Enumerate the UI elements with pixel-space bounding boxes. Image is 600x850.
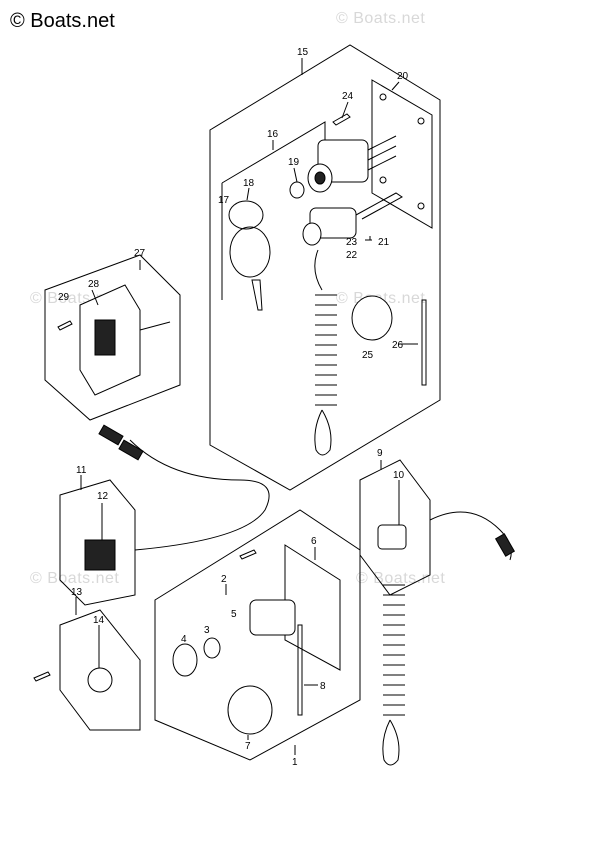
brand-logo: © Boats.net	[10, 10, 115, 32]
callout-6: 6	[311, 536, 317, 547]
callout-23: 23	[346, 237, 358, 248]
callout-29: 29	[58, 292, 70, 303]
callout-15: 15	[297, 47, 309, 58]
screw-group-1	[239, 549, 257, 560]
tie-26	[421, 299, 427, 386]
group-27-frame	[44, 254, 181, 421]
leader-lines	[75, 58, 418, 755]
callout-18: 18	[243, 178, 255, 189]
group-9-frame	[359, 459, 431, 596]
key-switch	[307, 135, 397, 193]
stop-switch	[302, 192, 403, 246]
callout-24: 24	[342, 91, 354, 102]
parts-group-13	[33, 609, 141, 731]
callout-21: 21	[378, 237, 390, 248]
key-switch-2	[249, 599, 296, 636]
knob-14	[87, 667, 113, 693]
tie-8	[297, 624, 303, 716]
screw-24	[332, 113, 351, 126]
callout-26: 26	[392, 340, 404, 351]
callout-16: 16	[267, 129, 279, 140]
wire-harness	[98, 424, 270, 551]
callout-28: 28	[88, 279, 100, 290]
parts-group-27	[44, 254, 181, 421]
callout-22: 22	[346, 250, 358, 261]
lanyard-coil	[314, 249, 337, 456]
parts-group-1	[154, 509, 361, 761]
callout-10: 10	[393, 470, 405, 481]
callout-3: 3	[204, 625, 210, 636]
callout-14: 14	[93, 615, 105, 626]
watermark: © Boats.net	[30, 570, 120, 587]
group-1-frame	[154, 509, 361, 761]
callout-7: 7	[245, 741, 251, 752]
callout-19: 19	[288, 157, 300, 168]
group-11-frame	[59, 479, 136, 606]
ignition-key	[228, 200, 271, 311]
parts-group-9	[359, 459, 516, 766]
group-15-frame	[209, 44, 441, 491]
callout-27: 27	[134, 248, 146, 259]
group-13-frame	[59, 609, 141, 731]
cap-7	[227, 685, 273, 735]
push-button-12	[84, 539, 116, 571]
callout-9: 9	[377, 448, 383, 459]
mounting-plate-20	[371, 79, 433, 229]
stop-switch-10	[377, 524, 407, 550]
screw-29	[57, 320, 73, 331]
lanyard-clip-9	[382, 719, 400, 766]
callout-17: 17	[218, 195, 230, 206]
callout-20: 20	[397, 71, 409, 82]
key-3	[203, 637, 221, 659]
callout-11: 11	[76, 465, 87, 476]
callout-8: 8	[320, 681, 326, 692]
callout-1: 1	[292, 757, 298, 768]
cap-25	[351, 295, 393, 341]
nut-19	[289, 181, 305, 199]
callout-2: 2	[221, 574, 227, 585]
watermark: © Boats.net	[356, 570, 446, 587]
key-4	[172, 643, 198, 677]
screw-13	[33, 671, 51, 682]
callout-13: 13	[71, 587, 83, 598]
callout-25: 25	[362, 350, 374, 361]
callout-5: 5	[231, 609, 237, 620]
parts-group-11	[59, 479, 136, 606]
callout-numbers: 15 20 24 16 19 18 17 23 21 22 27 28 29 2…	[58, 47, 409, 768]
parts-group-15	[209, 44, 441, 491]
callout-4: 4	[181, 634, 187, 645]
watermark: © Boats.net	[336, 10, 426, 27]
toggle-switch-28	[94, 319, 116, 356]
group-16-bracket	[221, 121, 326, 184]
callout-12: 12	[97, 491, 109, 502]
